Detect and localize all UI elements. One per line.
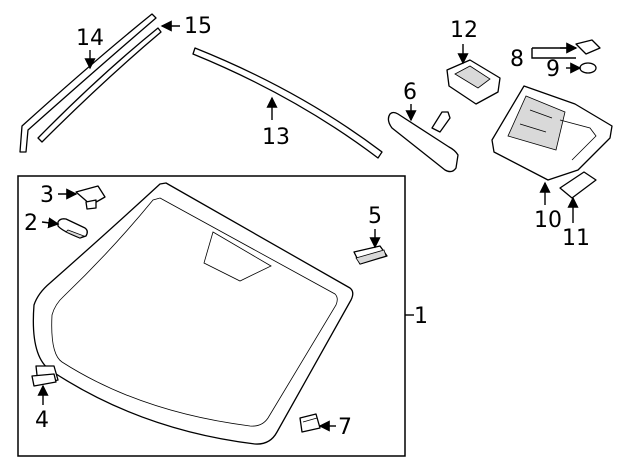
part-14-molding [19,13,157,153]
callout-10: 10 [534,208,562,233]
part-2-cover [57,218,88,239]
callout-3: 3 [40,183,54,208]
callout-7: 7 [338,415,352,440]
part-4-bracket [31,365,59,387]
part-12-housing [446,59,501,105]
windshield-glass [32,182,354,445]
callout-8: 8 [510,47,524,72]
part-10-console [491,85,613,181]
callout-1: 1 [414,304,428,329]
callout-6: 6 [403,80,417,105]
leader-2 [41,217,60,229]
part-5-sensor [353,245,388,265]
callout-9: 9 [546,57,560,82]
callout-2: 2 [24,211,38,236]
part-3-bracket [75,185,106,210]
callout-12: 12 [450,18,478,43]
part-7-connector [299,413,321,433]
part-6-mirror [387,111,459,173]
windshield-group-frame [17,175,406,457]
part-15-molding [37,27,162,143]
part-9-seal [579,62,597,74]
callout-14: 14 [76,26,104,51]
callout-15: 15 [184,14,212,39]
callout-5: 5 [368,204,382,229]
part-8-clip [575,39,601,55]
part-11-bracket [559,171,597,199]
part-13-molding [192,47,383,159]
callout-4: 4 [35,408,49,433]
callout-11: 11 [562,226,590,251]
callout-13: 13 [262,125,290,150]
